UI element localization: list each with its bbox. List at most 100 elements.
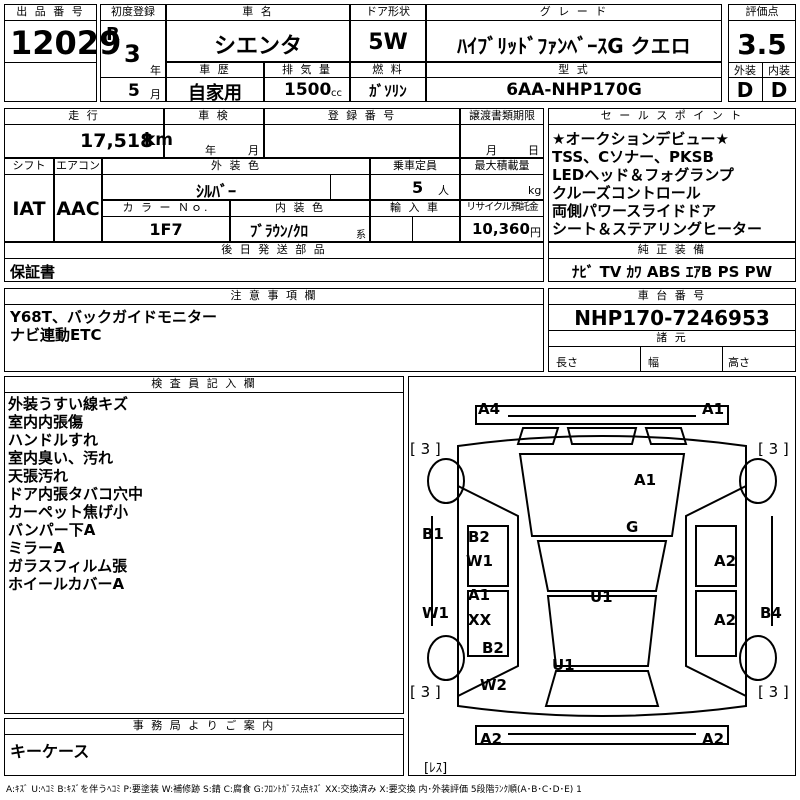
colorno-box bbox=[102, 200, 230, 242]
capacity-label: 乗車定員 bbox=[393, 159, 437, 172]
office-label: 事 務 局 よ り ご 案 内 bbox=[132, 719, 276, 732]
first-reg-label: 初度登録 bbox=[111, 5, 155, 18]
mark-u1-bot: U1 bbox=[552, 656, 575, 674]
int-label: 内装 bbox=[768, 64, 790, 77]
inspection-box bbox=[164, 108, 264, 158]
mark-res: [ﾚｽ] bbox=[424, 761, 448, 776]
month-unit: 月 bbox=[150, 88, 161, 101]
ac: AAC bbox=[56, 198, 100, 220]
inspector-box bbox=[4, 376, 404, 714]
mark-a2-rt: A2 bbox=[714, 552, 737, 570]
ac-label: エアコン bbox=[56, 159, 100, 172]
chassis-number: NHP170-7246953 bbox=[574, 306, 770, 330]
lot-box bbox=[4, 4, 97, 102]
model: 6AA-NHP170G bbox=[506, 80, 642, 100]
inspector-line: 室内臭い、汚れ bbox=[8, 449, 114, 467]
interior-unit: 系 bbox=[356, 230, 366, 241]
mileage: 17,518 bbox=[80, 130, 154, 152]
reg-number-box bbox=[264, 108, 460, 158]
mark-b2-bot: B2 bbox=[482, 639, 504, 657]
mileage-unit: km bbox=[144, 130, 174, 150]
later-parts-label: 後 日 発 送 部 品 bbox=[221, 243, 327, 256]
equip-label: 純 正 装 備 bbox=[637, 243, 707, 256]
mark-g: G bbox=[626, 518, 639, 536]
inspector-list: 外装うすい線キズ 室内内張傷 ハンドルすれ 室内臭い、汚れ 天張汚れ ドア内張タ… bbox=[8, 395, 143, 593]
insp-month: 月 bbox=[248, 144, 259, 157]
dims-label: 諸 元 bbox=[656, 331, 688, 344]
transfer-month: 月 bbox=[486, 144, 497, 157]
grade: ﾊｲﾌﾞﾘｯﾄﾞﾌｧﾝﾍﾞｰｽG クエロ bbox=[457, 34, 691, 58]
transfer-box bbox=[460, 108, 544, 158]
grade-box bbox=[426, 4, 722, 62]
sales-box bbox=[548, 108, 796, 242]
mark-u1-mid: U1 bbox=[590, 588, 613, 606]
color-box bbox=[102, 158, 370, 200]
sales-item: LEDヘッド＆フォグランプ bbox=[552, 166, 734, 184]
import-box bbox=[370, 200, 460, 242]
office-value: キーケース bbox=[10, 742, 90, 761]
chassis-label: 車 台 番 号 bbox=[637, 289, 707, 302]
inspector-line: 外装うすい線キズ bbox=[8, 395, 129, 413]
door-box bbox=[350, 4, 426, 62]
cc: 1500 bbox=[284, 80, 332, 100]
inspector-line: 天張汚れ bbox=[8, 467, 69, 485]
colorno-label: カ ラ ー Ｎｏ. bbox=[122, 201, 210, 214]
mark-a1-tr: A1 bbox=[702, 400, 725, 418]
interior-label: 内 装 色 bbox=[275, 201, 325, 214]
color: ｼﾙﾊﾞｰ bbox=[195, 182, 236, 201]
inspection-label: 車 検 bbox=[198, 109, 230, 122]
door-type: 5W bbox=[368, 30, 408, 55]
lot-label: 出 品 番 号 bbox=[16, 5, 85, 18]
mark-t3-r: [ 3 ] bbox=[758, 440, 789, 458]
load-label: 最大積載量 bbox=[474, 159, 530, 172]
mark-w1-l: W1 bbox=[422, 604, 449, 622]
shift: IAT bbox=[12, 198, 46, 220]
reg-number-label: 登 録 番 号 bbox=[327, 109, 397, 122]
capacity: 5 bbox=[412, 178, 424, 197]
shift-label: シフト bbox=[12, 159, 46, 172]
note-line: Y68T、バックガイドモニター bbox=[10, 308, 217, 326]
ext-grade: D bbox=[736, 78, 754, 102]
mark-b2-top: B2 bbox=[468, 528, 490, 546]
int-grade: D bbox=[770, 78, 788, 102]
interior: ﾌﾞﾗｳﾝ/ｸﾛ bbox=[250, 222, 308, 240]
height-label: 高さ bbox=[728, 356, 750, 369]
recycle-unit: 円 bbox=[530, 226, 541, 239]
color-label: 外 装 色 bbox=[211, 159, 261, 172]
capacity-box bbox=[370, 158, 460, 200]
width-label: 幅 bbox=[648, 356, 659, 369]
load-unit: kg bbox=[528, 184, 542, 197]
note-line: ナビ連動ETC bbox=[10, 326, 102, 344]
fuel: ｶﾞｿﾘﾝ bbox=[369, 82, 407, 100]
sales-item: ★オークションデビュー★ bbox=[552, 130, 729, 148]
sales-item: クルーズコントロール bbox=[552, 184, 701, 202]
inspector-line: 室内内張傷 bbox=[8, 413, 84, 431]
mark-a4: A4 bbox=[478, 400, 501, 418]
office-box bbox=[4, 718, 404, 776]
fuel-box bbox=[350, 62, 426, 102]
shift-box bbox=[4, 158, 54, 242]
mark-t3-l: [ 3 ] bbox=[410, 440, 441, 458]
name-label: 車 名 bbox=[242, 5, 274, 18]
history-label: 車 歴 bbox=[199, 63, 231, 76]
ext-label: 外装 bbox=[734, 64, 756, 77]
mark-w2: W2 bbox=[480, 676, 507, 694]
grade-label: グ レ ー ド bbox=[539, 5, 609, 18]
score-label: 評価点 bbox=[745, 5, 779, 18]
inspector-label: 検 査 員 記 入 欄 bbox=[151, 377, 257, 390]
load-box bbox=[460, 158, 544, 200]
ac-box bbox=[54, 158, 102, 242]
sales-item: シート＆ステアリングヒーター bbox=[552, 220, 763, 238]
recycle-label: リサイクル預託金 bbox=[466, 202, 539, 213]
recycle-box bbox=[460, 200, 544, 242]
legend: A:ｷｽﾞ U:ﾍｺﾐ B:ｷｽﾞを伴うﾍｺﾐ P:要塗装 W:補修跡 S:錆 … bbox=[6, 785, 582, 795]
mileage-box bbox=[4, 108, 164, 158]
notes-label: 注 意 事 項 欄 bbox=[230, 289, 318, 302]
mileage-label: 走 行 bbox=[68, 109, 100, 122]
inspector-line: ガラスフィルム張 bbox=[8, 557, 128, 575]
notes-box bbox=[4, 288, 544, 372]
transfer-day: 日 bbox=[528, 144, 539, 157]
lot-number: 12029 bbox=[10, 24, 122, 62]
mark-xx: XX bbox=[468, 611, 492, 629]
inspector-line: カーペット焦げ小 bbox=[8, 503, 129, 521]
